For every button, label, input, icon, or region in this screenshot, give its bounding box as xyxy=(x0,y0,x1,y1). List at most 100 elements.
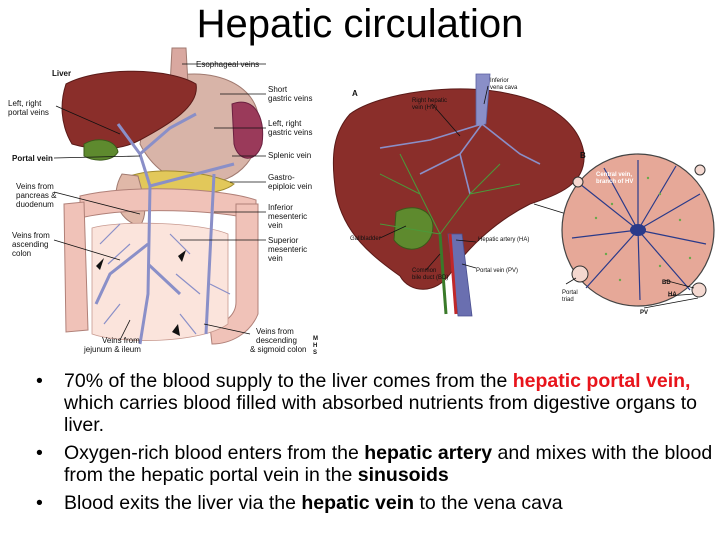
svg-text:A: A xyxy=(352,89,358,98)
bullet-3-text-b: to the vena cava xyxy=(414,492,563,514)
bullet-2-text-a: Oxygen-rich blood enters from the xyxy=(64,442,365,464)
label-veins-pancreas-2: pancreas & xyxy=(16,191,57,200)
label-lr-gastric-1: Left, right xyxy=(268,119,302,128)
bullet-marker: • xyxy=(36,442,43,464)
label-portal-triad-1: Portal xyxy=(562,290,578,296)
label-liver: Liver xyxy=(52,69,71,78)
label-inf-mesenteric-2: mesenteric xyxy=(268,212,307,221)
label-portal-triad-2: triad xyxy=(562,297,574,303)
svg-text:Esophageal veins: Esophageal veins xyxy=(196,60,259,69)
bullet-1-text-b: which carries blood filled with absorbed… xyxy=(64,392,697,436)
svg-text:B: B xyxy=(580,151,586,160)
svg-text:PV: PV xyxy=(640,310,648,316)
svg-text:Gastro-epiploic vein: Gastro-epiploic vein xyxy=(268,173,312,191)
portal-veins-small xyxy=(99,223,231,335)
bullet-3-bold: hepatic vein xyxy=(301,492,415,514)
label-lr-gastric-2: gastric veins xyxy=(268,128,312,137)
panel-a-label: A xyxy=(352,89,358,98)
bullet-1-highlight: hepatic portal vein, xyxy=(512,370,691,392)
central-vein xyxy=(630,224,646,236)
label-gallbladder: Gallbladder xyxy=(350,236,381,242)
label-short-gastric-2: gastric veins xyxy=(268,94,312,103)
label-hepatic-artery: Hepatic artery (HA) xyxy=(478,237,529,243)
label-rhv-1: Right hepatic xyxy=(412,98,447,104)
label-portal-vein-right: Portal vein (PV) xyxy=(476,268,518,274)
label-veins-ascending-1: Veins from xyxy=(12,231,50,240)
bullet-item: • Oxygen-rich blood enters from the hepa… xyxy=(36,442,716,486)
bullet-list: • 70% of the blood supply to the liver c… xyxy=(36,370,716,520)
flow-arrows xyxy=(96,250,186,336)
label-cbd-2: bile duct (BD) xyxy=(412,275,448,281)
label-portal-vein: Portal vein xyxy=(12,154,53,163)
svg-text:Portal vein: Portal vein xyxy=(12,154,53,163)
label-veins-ascending-2: ascending xyxy=(12,240,48,249)
label-rhv-2: vein (HV) xyxy=(412,105,437,111)
svg-text:Hepatic artery (HA): Hepatic artery (HA) xyxy=(478,237,529,243)
label-central-vein-2: branch of HV xyxy=(596,179,633,185)
label-lr-portal-veins-1: Left, right xyxy=(8,99,42,108)
bullet-marker: • xyxy=(36,492,43,514)
label-veins-pancreas-1: Veins from xyxy=(16,182,54,191)
gallbladder-left xyxy=(83,139,119,161)
label-bd: BD xyxy=(662,280,671,286)
label-veins-descending-2: descending xyxy=(256,336,297,345)
hepatic-vein-branches xyxy=(379,123,541,195)
panel-b-label: B xyxy=(580,151,586,160)
label-ivc-2: vena cava xyxy=(490,85,518,91)
ivc xyxy=(475,73,491,127)
svg-text:Splenic vein: Splenic vein xyxy=(268,151,311,160)
bullet-2-bold-b: sinusoids xyxy=(357,464,449,486)
svg-text:Gallbladder: Gallbladder xyxy=(350,236,381,242)
label-gastroepiploic-2: epiploic vein xyxy=(268,182,312,191)
label-veins-jejunum-2: jejunum & ileum xyxy=(83,345,141,354)
label-veins-descending-3: & sigmoid colon xyxy=(250,345,306,354)
label-sup-mesenteric-2: mesenteric xyxy=(268,245,307,254)
inflow-vessels xyxy=(438,233,458,315)
label-veins-pancreas-3: duodenum xyxy=(16,200,54,209)
label-inf-mesenteric-1: Inferior xyxy=(268,203,293,212)
label-sup-mesenteric-3: vein xyxy=(268,254,283,263)
slide-title: Hepatic circulation xyxy=(196,2,524,46)
ascending-colon xyxy=(63,201,89,333)
descending-colon xyxy=(209,203,259,345)
portal-veins xyxy=(94,112,235,345)
transverse-colon xyxy=(79,188,257,221)
svg-text:Portal vein (PV): Portal vein (PV) xyxy=(476,268,518,274)
label-ivc-1: Inferior xyxy=(490,78,509,84)
bullet-item: • 70% of the blood supply to the liver c… xyxy=(36,370,716,436)
green-speckles xyxy=(594,176,692,282)
svg-text:Central vein,branch of HV: Central vein,branch of HV xyxy=(596,172,633,185)
label-veins-jejunum-1: Veins from xyxy=(102,336,140,345)
label-splenic-vein: Splenic vein xyxy=(268,151,311,160)
label-esophageal-veins: Esophageal veins xyxy=(196,60,259,69)
label-central-vein-1: Central vein, xyxy=(596,172,632,178)
label-inf-mesenteric-3: vein xyxy=(268,221,283,230)
bullet-2-text-b: and mixes with the blood from the hepati… xyxy=(64,442,713,486)
bullet-3-text-a: Blood exits the liver via the xyxy=(64,492,302,514)
sinusoid-cords xyxy=(571,160,707,301)
bullet-item: • Blood exits the liver via the hepatic … xyxy=(36,492,716,514)
svg-text:BD: BD xyxy=(662,280,671,286)
label-lr-portal-veins-2: portal veins xyxy=(8,108,49,117)
spleen xyxy=(231,101,264,159)
liver-left xyxy=(61,70,197,150)
bullet-1-text-a: 70% of the blood supply to the liver com… xyxy=(64,370,513,392)
bullet-2-bold-a: hepatic artery xyxy=(364,442,493,464)
label-veins-ascending-3: colon xyxy=(12,249,31,258)
svg-text:Liver: Liver xyxy=(52,69,71,78)
